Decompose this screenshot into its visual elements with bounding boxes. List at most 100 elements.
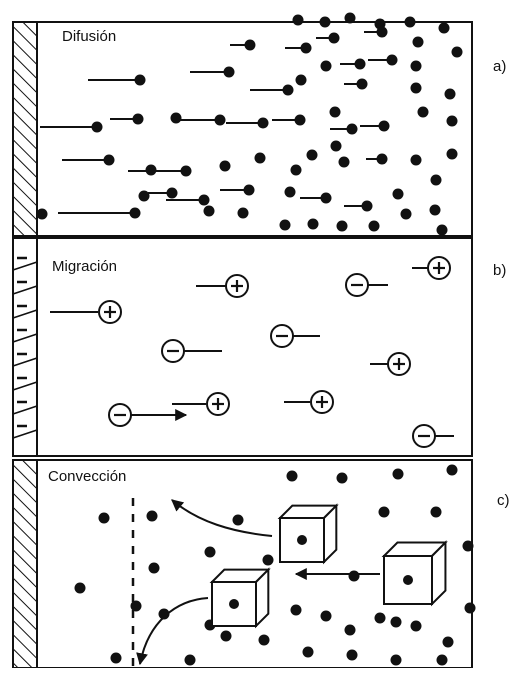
particle-dot-icon [302, 646, 314, 658]
particle-dot-icon [91, 121, 103, 133]
panel-title-difusion: Difusión [62, 28, 117, 45]
particle-dot-icon [410, 82, 422, 94]
particle-dot-icon [403, 575, 413, 585]
particle-dot-icon [180, 165, 192, 177]
particle-dot-icon [329, 106, 341, 118]
minus-ion-icon [161, 339, 222, 363]
plus-ion-icon [412, 256, 451, 280]
particle-dot-icon [378, 120, 390, 132]
particle-dot-icon [430, 174, 442, 186]
particle-dot-icon [464, 602, 476, 614]
particle-dot-icon [229, 599, 239, 609]
plus-ion-icon [284, 390, 334, 414]
particle-dot-icon [378, 506, 390, 518]
particle-dot-icon [103, 154, 115, 166]
particle-dot-icon [320, 60, 332, 72]
plus-ion-icon [50, 300, 122, 324]
panel-frame-a [12, 21, 473, 237]
particle-dot-icon [330, 140, 342, 152]
particle-dot-icon [417, 106, 429, 118]
particle-dot-icon [462, 540, 474, 552]
particle-dot-icon [219, 160, 231, 172]
convection-flow-arrow [171, 499, 273, 537]
particle-dot-icon [344, 12, 356, 24]
particle-dot-icon [98, 512, 110, 524]
particle-dot-icon [244, 39, 256, 51]
particle-dot-icon [438, 22, 450, 34]
particle-dot-icon [376, 26, 388, 38]
particle-dot-icon [146, 510, 158, 522]
particle-dot-icon [446, 115, 458, 127]
particle-dot-icon [130, 600, 142, 612]
particle-dot-icon [361, 200, 373, 212]
minus-ion-icon [345, 273, 388, 297]
panel-title-conveccion: Convección [48, 468, 127, 485]
particle-dot-icon [262, 554, 274, 566]
particle-dot-icon [430, 506, 442, 518]
particle-dot-icon [320, 192, 332, 204]
fluid-cube-icon [277, 503, 339, 565]
particle-dot-icon [243, 184, 255, 196]
particle-dot-icon [328, 32, 340, 44]
particle-dot-icon [286, 470, 298, 482]
particle-dot-icon [148, 562, 160, 574]
electrode-hatch [12, 285, 38, 295]
particle-dot-icon [374, 612, 386, 624]
electrode-hatch [12, 309, 38, 319]
hatched-electrode-icon [12, 459, 38, 669]
fluid-cube-icon [381, 540, 448, 607]
particle-dot-icon [129, 207, 141, 219]
particle-dot-icon [294, 114, 306, 126]
particle-dot-icon [254, 152, 266, 164]
particle-dot-icon [214, 114, 226, 126]
electrode-hatch [12, 357, 38, 367]
hatched-electrode-icon [12, 21, 38, 237]
particle-dot-icon [284, 186, 296, 198]
particle-dot-icon [404, 16, 416, 28]
particle-dot-icon [451, 46, 463, 58]
particle-dot-icon [336, 472, 348, 484]
particle-dot-icon [412, 36, 424, 48]
particle-dot-icon [307, 218, 319, 230]
particle-dot-icon [346, 123, 358, 135]
electrode-b [12, 237, 38, 457]
plus-ion-icon [370, 352, 411, 376]
particle-dot-icon [282, 84, 294, 96]
particle-dot-icon [368, 220, 380, 232]
electrode-hatch [12, 333, 38, 343]
particle-dot-icon [356, 78, 368, 90]
fluid-cube-icon [209, 567, 271, 629]
panel-title-migracion: Migración [52, 258, 118, 275]
particle-dot-icon [292, 14, 304, 26]
particle-dot-icon [257, 117, 269, 129]
particle-dot-icon [390, 616, 402, 628]
particle-dot-icon [204, 546, 216, 558]
particle-dot-icon [279, 219, 291, 231]
particle-dot-icon [132, 113, 144, 125]
particle-dot-icon [446, 148, 458, 160]
particle-dot-icon [290, 164, 302, 176]
particle-dot-icon [258, 634, 270, 646]
particle-dot-icon [300, 42, 312, 54]
particle-dot-icon [297, 535, 307, 545]
panel-label-b: b) [493, 262, 507, 279]
particle-dot-icon [166, 187, 178, 199]
particle-dot-icon [134, 74, 146, 86]
particle-dot-icon [392, 468, 404, 480]
particle-dot-icon [203, 205, 215, 217]
particle-dot-icon [344, 624, 356, 636]
particle-dot-icon [376, 153, 388, 165]
minus-ion-icon [108, 403, 188, 427]
particle-dot-icon [410, 60, 422, 72]
particle-dot-icon [170, 112, 182, 124]
panel-label-c: c) [497, 492, 510, 509]
particle-dot-icon [320, 610, 332, 622]
particle-dot-icon [237, 207, 249, 219]
particle-dot-icon [348, 570, 360, 582]
particle-dot-icon [410, 154, 422, 166]
particle-dot-icon [429, 204, 441, 216]
particle-dot-icon [392, 188, 404, 200]
electrode-hatch [12, 261, 38, 271]
